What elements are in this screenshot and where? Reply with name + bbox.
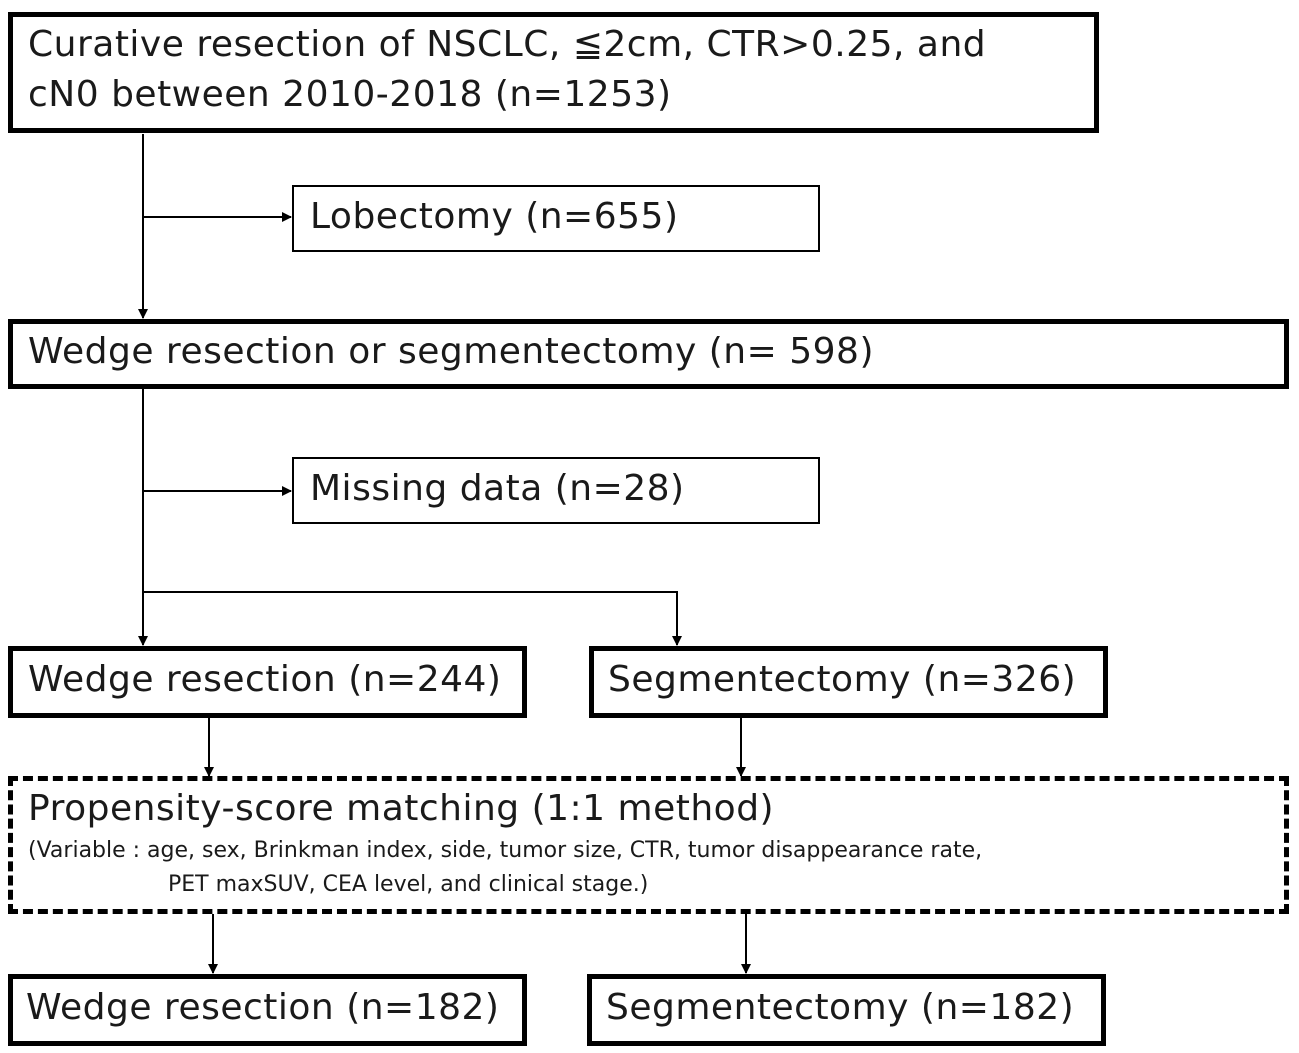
wedge-post-label: Wedge resection (n=182) [26, 987, 500, 1028]
psm-box [8, 776, 1289, 914]
initial-cohort-line2: cN0 between 2010-2018 (n=1253) [28, 74, 672, 115]
initial-cohort-box [8, 12, 1099, 133]
wedge-pre-label: Wedge resection (n=244) [28, 659, 502, 700]
psm-title: Propensity-score matching (1:1 method) [28, 788, 775, 829]
psm-variables-line1: (Variable : age, sex, Brinkman index, si… [28, 838, 983, 863]
segmentectomy-pre-label: Segmentectomy (n=326) [608, 659, 1077, 700]
lobectomy-label: Lobectomy (n=655) [310, 196, 679, 237]
sublobar-box [8, 319, 1289, 389]
segmentectomy-pre-box [589, 646, 1108, 718]
wedge-post-box [8, 974, 527, 1046]
segmentectomy-post-label: Segmentectomy (n=182) [606, 987, 1075, 1028]
missing-data-label: Missing data (n=28) [310, 468, 685, 509]
arrow-to-segmentectomy [143, 591, 682, 646]
segmentectomy-post-box [587, 974, 1106, 1046]
initial-cohort-line1: Curative resection of NSCLC, ≦2cm, CTR>0… [28, 24, 987, 65]
wedge-pre-box [8, 646, 527, 718]
lobectomy-box [292, 185, 820, 252]
psm-variables-line2: PET maxSUV, CEA level, and clinical stag… [168, 872, 649, 897]
sublobar-label: Wedge resection or segmentectomy (n= 598… [28, 331, 874, 372]
missing-data-box [292, 457, 820, 524]
